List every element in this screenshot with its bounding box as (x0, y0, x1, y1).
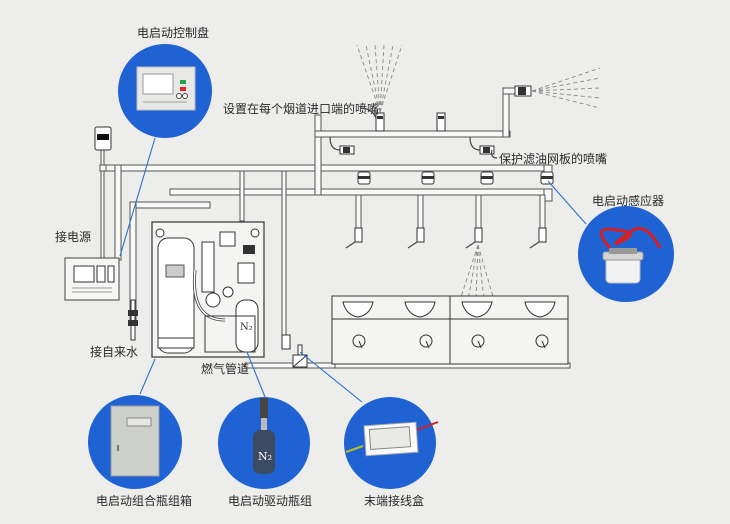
hood-sensor-1 (357, 171, 371, 185)
n2-cylinder-mark: N₂ (240, 322, 253, 333)
pressure-gauge-1 (205, 292, 221, 308)
wok-2 (404, 301, 436, 318)
stove-nozzle-3 (459, 227, 495, 301)
cabinet-feed-pipe (129, 201, 211, 209)
gas-valve-signal-pipe (281, 170, 287, 337)
callout-cylinder-cabinet (88, 395, 182, 489)
cabinet-inlet-pipe (239, 170, 245, 222)
label-flue-inlet-nozzle: 设置在每个烟道进口端的喷嘴 (223, 102, 380, 116)
stove-drop-2 (417, 194, 424, 231)
label-filter-protect-nozzle: 保护滤油网板的喷嘴 (499, 152, 608, 166)
agent-cylinder (157, 237, 195, 354)
stove (331, 295, 569, 365)
leader-driver-cylinder (246, 351, 266, 398)
label-control-panel: 电启动控制盘 (137, 26, 210, 40)
callout-control-panel (118, 44, 212, 138)
side-spray-nozzle (514, 67, 601, 109)
flue-nozzle-2 (436, 112, 446, 132)
gas-pipe (244, 362, 336, 369)
cabinet-icon (110, 405, 160, 477)
flue-nozzle-1 (356, 44, 403, 132)
wok-4 (524, 301, 556, 318)
label-power-supply: 接电源 (55, 230, 92, 244)
wok-1 (342, 301, 374, 318)
callout-driver-cylinder (218, 397, 310, 489)
knob-1 (352, 334, 366, 348)
stove-drop-1 (355, 194, 362, 231)
knob-4 (535, 334, 549, 348)
suppression-cabinet (151, 221, 265, 358)
stove-drop-3 (475, 194, 482, 231)
gas-shutoff-valve (281, 334, 308, 368)
wok-3 (461, 301, 493, 318)
stove-nozzles (345, 227, 547, 301)
label-sensor: 电启动感应器 (592, 194, 665, 208)
hood-sensor-2 (421, 171, 435, 185)
hood-riser-pipe (314, 114, 322, 196)
local-control-panel (64, 257, 120, 301)
leader-cylinder-cabinet (139, 358, 156, 395)
leader-terminal-box (299, 351, 363, 403)
knob-2 (419, 334, 433, 348)
filter-nozzle-1 (329, 136, 355, 155)
leader-control-panel (119, 137, 156, 257)
filter-nozzle-2 (469, 136, 495, 155)
heat-sensor-icon (599, 227, 662, 284)
stove-nozzle-4 (529, 227, 547, 249)
hood-top-pipe (314, 130, 511, 138)
stove-nozzle-1 (345, 227, 363, 249)
gas-cylinder-icon (253, 398, 275, 474)
leader-sensor (547, 180, 587, 225)
knob-3 (471, 334, 485, 348)
pipe-network (99, 87, 571, 369)
panel-conduit (114, 164, 122, 261)
driver-cylinder-n2-mark: N₂ (258, 450, 272, 463)
label-gas-pipe: 燃气管道 (201, 362, 250, 376)
main-supply-pipe (99, 164, 551, 172)
hood-sensor-4 (540, 171, 554, 185)
power-outlet (94, 126, 112, 151)
stove-drop-4 (539, 194, 546, 231)
pressure-gauge-2 (222, 286, 234, 298)
cylinder-label (165, 264, 185, 278)
pipe-corner-left (99, 164, 107, 172)
branch-pipe-lower (169, 188, 551, 196)
hood-sensor-3 (480, 171, 494, 185)
label-water-supply: 接自来水 (90, 345, 139, 359)
water-inlet (128, 299, 138, 341)
callout-terminal-box (344, 397, 439, 489)
side-nozzle-riser (502, 89, 510, 138)
filter-protect-nozzles (329, 136, 495, 155)
flue-inlet-nozzles (356, 44, 446, 132)
label-driver-cylinder: 电启动驱动瓶组 (228, 494, 313, 508)
junction-box-icon (345, 421, 439, 457)
callout-sensor (578, 206, 674, 302)
stove-nozzle-2 (407, 227, 425, 249)
label-terminal-box: 末端接线盒 (364, 494, 425, 508)
label-cylinder-cabinet: 电启动组合瓶组箱 (96, 494, 193, 508)
hood-sensors (357, 171, 554, 185)
